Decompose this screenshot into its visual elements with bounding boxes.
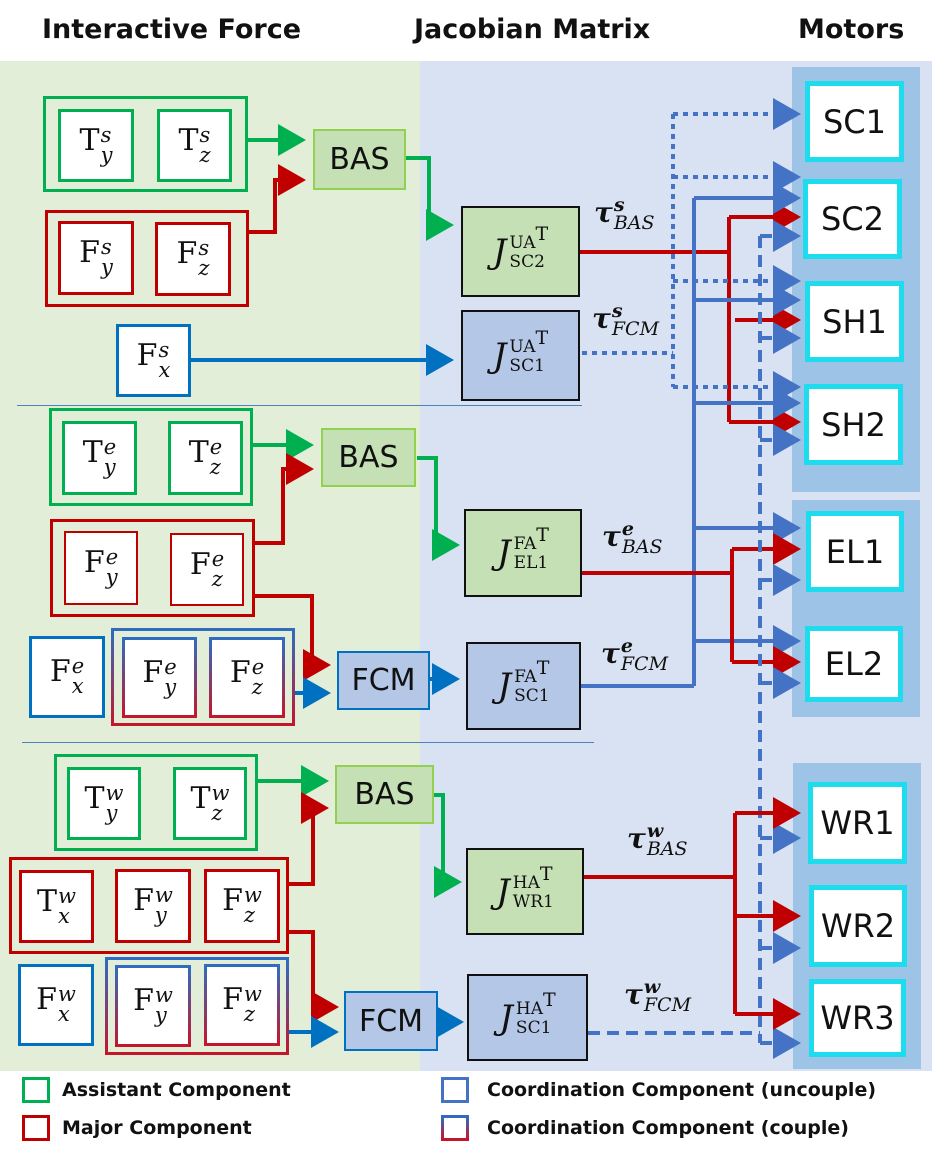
wrist-assistant-group bbox=[54, 754, 258, 851]
wire-wrist-major-to-bas bbox=[288, 792, 329, 886]
motor-wr3: WR3 bbox=[809, 979, 906, 1057]
wire-elbow-major-to-fcm bbox=[255, 594, 331, 681]
motor-sc2: SC2 bbox=[803, 179, 902, 259]
elbow-bas-block: BAS bbox=[321, 428, 416, 487]
shoulder-assistant-group bbox=[43, 96, 248, 192]
wire-wrist-bas-to-jacobian bbox=[434, 793, 462, 898]
header-interactive-force: Interactive Force bbox=[42, 14, 302, 45]
legend-swatch-assistant bbox=[22, 1077, 50, 1103]
separator-shoulder-elbow bbox=[17, 405, 582, 406]
elbow-fcm-block: FCM bbox=[337, 651, 430, 710]
legend-coordination-couple: Coordination Component (couple) bbox=[441, 1115, 849, 1141]
wrist-bas-block: BAS bbox=[335, 765, 434, 824]
wire-shoulder-bas-to-jacobian bbox=[406, 156, 454, 241]
wire-shoulder-major-to-bas bbox=[248, 164, 306, 234]
separator-elbow-wrist bbox=[22, 742, 594, 743]
motor-sh2: SH2 bbox=[804, 384, 903, 465]
motor-sc1: SC1 bbox=[805, 81, 904, 162]
legend-swatch-major bbox=[22, 1115, 50, 1141]
wire-wrist-major-to-fcm bbox=[288, 930, 339, 1023]
wire-elbow-major-to-bas bbox=[255, 453, 314, 545]
legend-swatch-uncouple bbox=[441, 1077, 469, 1103]
header-motors: Motors bbox=[798, 14, 905, 45]
wrist-major-group bbox=[9, 857, 289, 954]
header-jacobian-matrix: Jacobian Matrix bbox=[414, 14, 651, 45]
wire-elbow-bas-to-jacobian bbox=[417, 456, 460, 561]
shoulder-major-group bbox=[45, 210, 249, 307]
wrist-fcm-block: FCM bbox=[344, 991, 438, 1051]
motor-el2: EL2 bbox=[805, 626, 903, 702]
legend-coordination-uncouple: Coordination Component (uncouple) bbox=[441, 1077, 876, 1103]
elbow-assistant-group bbox=[49, 408, 253, 506]
legend-assistant: Assistant Component bbox=[22, 1077, 291, 1103]
motor-el1: EL1 bbox=[806, 511, 904, 592]
legend-swatch-couple bbox=[441, 1115, 469, 1141]
legend-major: Major Component bbox=[22, 1115, 252, 1141]
shoulder-bas-block: BAS bbox=[313, 129, 406, 190]
motor-wr2: WR2 bbox=[809, 885, 907, 967]
motor-wr1: WR1 bbox=[808, 782, 907, 864]
elbow-major-group bbox=[50, 519, 255, 617]
motor-sh1: SH1 bbox=[805, 281, 904, 362]
